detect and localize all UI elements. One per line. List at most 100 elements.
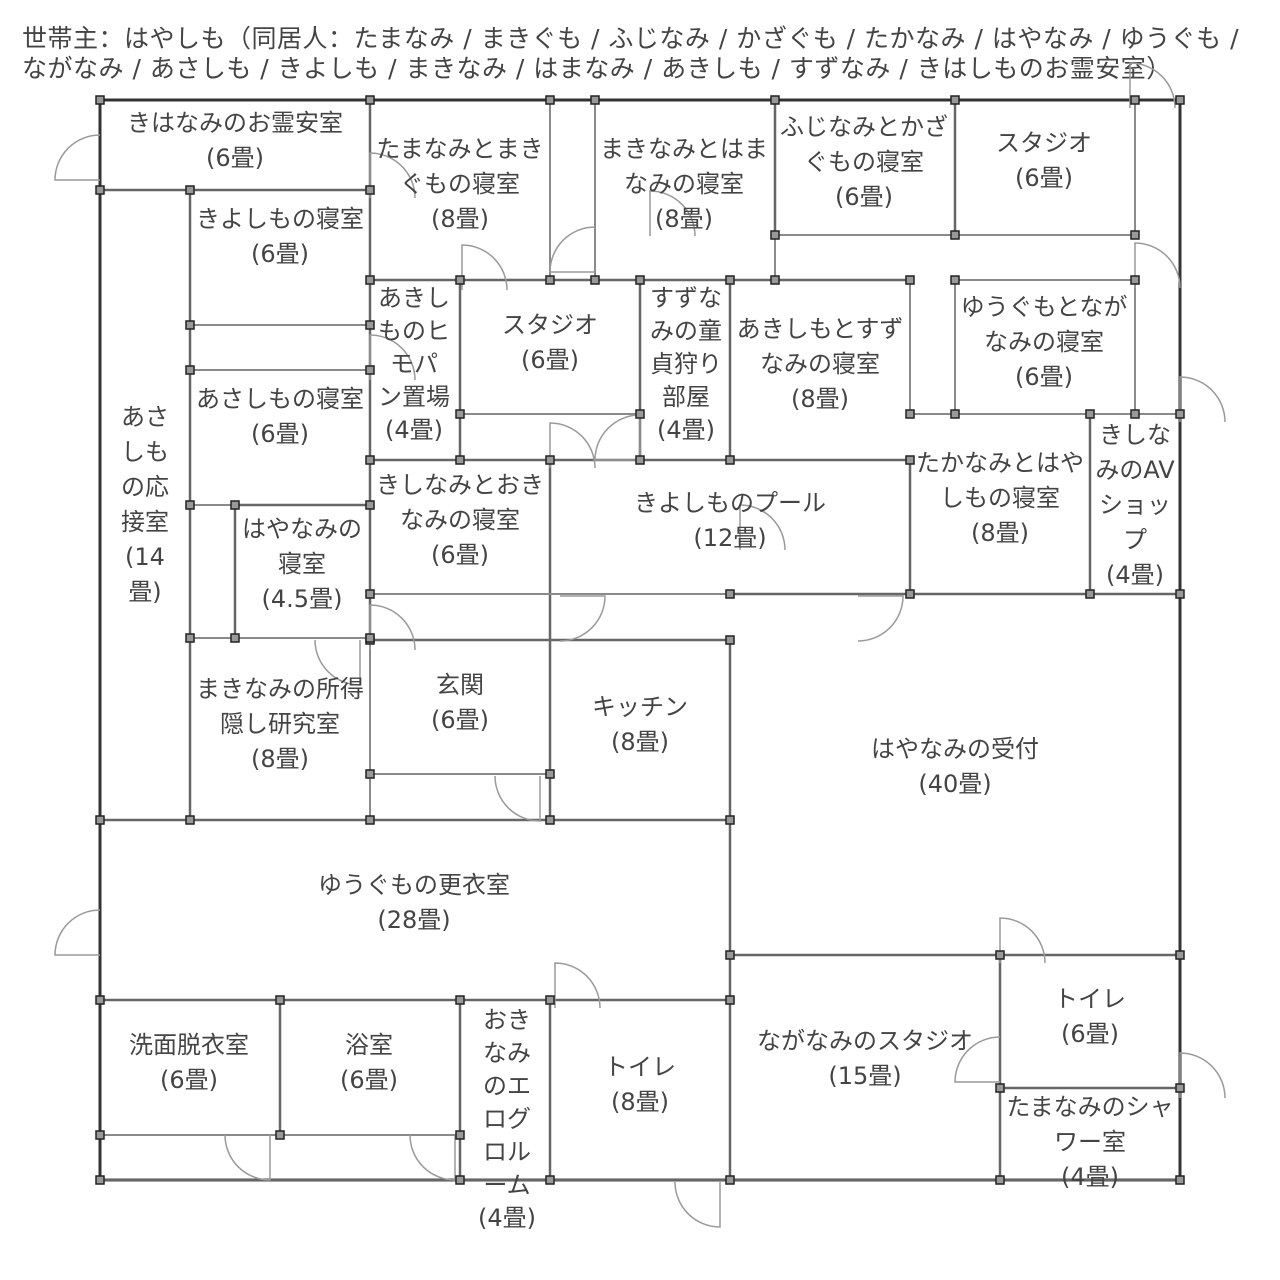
wall-node <box>725 815 735 825</box>
wall-node <box>1130 409 1140 419</box>
wall-node <box>230 500 240 510</box>
wall-node <box>725 455 735 465</box>
door-swing <box>1134 242 1181 289</box>
wall-node <box>950 230 960 240</box>
room-yuunaga[interactable]: ゆうぐもとながなみの寝室(6畳) <box>960 293 1128 391</box>
room-akishimo-himo[interactable]: あきしものヒモパン置場(4畳) <box>378 284 450 444</box>
wall-node <box>455 409 465 419</box>
wall-node <box>905 589 915 599</box>
wall-node <box>545 1175 555 1185</box>
wall-node <box>365 769 375 779</box>
room-hayanami[interactable]: はやなみの寝室(4.5畳) <box>242 515 362 613</box>
door-swing <box>549 226 596 273</box>
wall-node <box>455 995 465 1005</box>
wall-node <box>1130 95 1140 105</box>
wall-node <box>770 275 780 285</box>
wall-node <box>455 275 465 285</box>
room-asashimo-ouse[interactable]: あさしもの応接室(14畳) <box>121 403 169 606</box>
door-swing <box>369 334 416 381</box>
wall-node <box>1085 589 1095 599</box>
door-swing <box>649 190 696 237</box>
wall-node <box>1175 589 1185 599</box>
wall-node <box>545 95 555 105</box>
wall-node <box>1175 950 1185 960</box>
wall-node <box>365 815 375 825</box>
door-swing <box>1179 1052 1226 1099</box>
door-swing <box>1129 62 1176 109</box>
room-asashimo[interactable]: あさしもの寝室(6畳) <box>196 385 364 448</box>
door-swing <box>594 414 641 461</box>
doors <box>54 62 1226 1228</box>
room-makinami-lab[interactable]: まきなみの所得隠し研究室(8畳) <box>196 675 364 773</box>
wall-node <box>185 815 195 825</box>
wall-node <box>725 1175 735 1185</box>
wall-node <box>365 589 375 599</box>
door-swing <box>1179 376 1226 423</box>
room-reian[interactable]: きはなみのお霊安室(6畳) <box>127 109 343 172</box>
wall-node <box>455 1130 465 1140</box>
wall-node <box>185 633 195 643</box>
room-tamamaki[interactable]: たまなみとまきぐもの寝室(8畳) <box>376 135 544 233</box>
wall-node <box>770 95 780 105</box>
room-kitchen[interactable]: キッチン(8畳) <box>592 693 688 756</box>
wall-node <box>545 995 555 1005</box>
wall-node <box>545 769 555 779</box>
room-kiyoshimo[interactable]: きよしもの寝室(6畳) <box>196 205 364 268</box>
room-toilet1[interactable]: トイレ(8畳) <box>604 1053 676 1116</box>
wall-node <box>230 633 240 643</box>
door-swing <box>54 134 101 181</box>
wall-node <box>185 500 195 510</box>
room-uketsuke[interactable]: はやなみの受付(40畳) <box>871 735 1039 798</box>
room-yokushitsu[interactable]: 浴室(6畳) <box>340 1031 398 1094</box>
room-toilet2[interactable]: トイレ(6畳) <box>1054 985 1126 1048</box>
wall-node <box>185 320 195 330</box>
wall-node <box>275 1130 285 1140</box>
room-senmen[interactable]: 洗面脱衣室(6畳) <box>129 1031 249 1094</box>
wall-node <box>995 1083 1005 1093</box>
room-naga-studio[interactable]: ながなみのスタジオ(15畳) <box>757 1027 973 1090</box>
room-studio1[interactable]: スタジオ(6畳) <box>996 129 1092 192</box>
room-pool[interactable]: きよしものプール(12畳) <box>634 489 826 552</box>
room-shower[interactable]: たまなみのシャワー室(4畳) <box>1006 1093 1174 1191</box>
wall-node <box>365 185 375 195</box>
wall-node <box>545 275 555 285</box>
wall-node <box>185 365 195 375</box>
household-header: 世帯主：はやしも（同居人：たまなみ / まきぐも / ふじなみ / かざぐも /… <box>22 24 1240 83</box>
wall-node <box>590 275 600 285</box>
room-makihama[interactable]: まきなみとはまなみの寝室(8畳) <box>600 135 768 233</box>
wall-node <box>635 409 645 419</box>
wall-node <box>455 1175 465 1185</box>
wall-node <box>95 995 105 1005</box>
room-kishi-av[interactable]: きしなみのAVショップ(4畳) <box>1095 421 1175 589</box>
door-swing <box>54 909 101 956</box>
room-suzu-doutei[interactable]: すずなみの童貞狩り部屋(4畳) <box>650 284 722 444</box>
wall-node <box>950 275 960 285</box>
wall-node <box>545 815 555 825</box>
wall-node <box>545 455 555 465</box>
wall-node <box>275 995 285 1005</box>
wall-node <box>725 589 735 599</box>
room-ero[interactable]: おきなみのエログロルーム(4畳) <box>478 1006 536 1232</box>
wall-node <box>95 815 105 825</box>
room-akisuzu[interactable]: あきしもとすずなみの寝室(8畳) <box>736 315 904 413</box>
room-studio2[interactable]: スタジオ(6畳) <box>502 311 598 374</box>
wall-node <box>365 275 375 285</box>
room-fujikaza[interactable]: ふじなみとかざぐもの寝室(6畳) <box>780 113 948 211</box>
wall-node <box>455 455 465 465</box>
room-kishioki[interactable]: きしなみとおきなみの寝室(6畳) <box>376 471 544 569</box>
wall-node <box>905 455 915 465</box>
wall-node <box>725 995 735 1005</box>
wall-node <box>725 950 735 960</box>
wall-node <box>770 230 780 240</box>
wall-node <box>1085 409 1095 419</box>
room-takahaya[interactable]: たかなみとはやしもの寝室(8畳) <box>916 449 1084 547</box>
wall-node <box>95 185 105 195</box>
door-swing <box>739 504 786 551</box>
room-genkan[interactable]: 玄関(6畳) <box>431 671 489 734</box>
door-swing <box>314 639 361 686</box>
wall-node <box>1130 275 1140 285</box>
wall-node <box>725 275 735 285</box>
room-koui[interactable]: ゆうぐもの更衣室(28畳) <box>318 871 510 934</box>
wall-node <box>185 185 195 195</box>
